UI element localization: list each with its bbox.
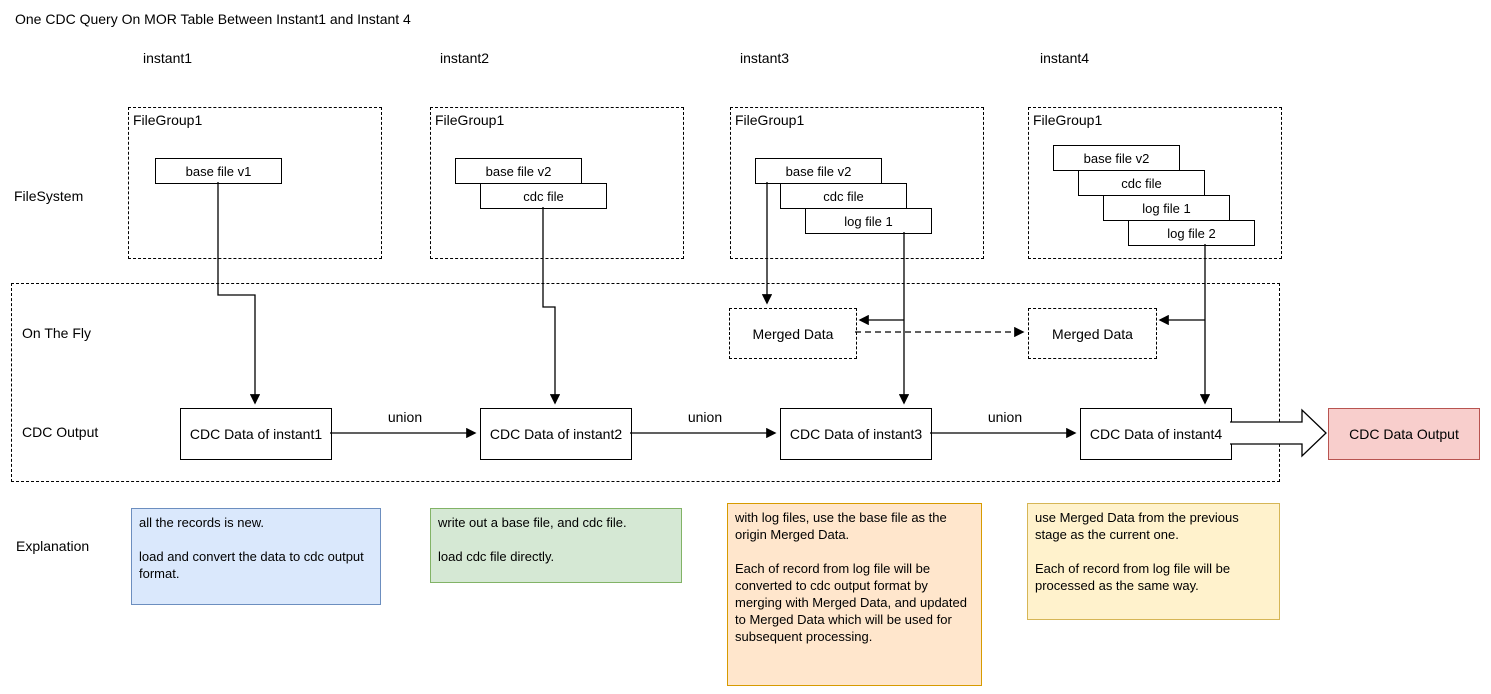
union-label-3: union xyxy=(987,409,1023,425)
file-box-cdc-file: cdc file xyxy=(1078,170,1205,196)
instant1-label: instant1 xyxy=(143,50,193,66)
diagram-title: One CDC Query On MOR Table Between Insta… xyxy=(15,11,411,27)
instant4-label: instant4 xyxy=(1040,50,1090,66)
file-box-log-file-1: log file 1 xyxy=(805,208,932,234)
filegroup-box-instant4: FileGroup1 xyxy=(1028,107,1282,259)
file-box-cdc-file: cdc file xyxy=(780,183,907,209)
filegroup-box-instant3: FileGroup1 xyxy=(730,107,984,259)
instant2-label: instant2 xyxy=(440,50,490,66)
row-label-explanation: Explanation xyxy=(16,538,90,554)
row-label-cdc-output: CDC Output xyxy=(22,424,99,440)
file-box-log-file-1: log file 1 xyxy=(1103,195,1230,221)
row-label-filesystem: FileSystem xyxy=(14,188,84,204)
explanation-box-instant3: with log files, use the base file as the… xyxy=(727,503,982,686)
filegroup-label: FileGroup1 xyxy=(735,112,805,128)
union-label-1: union xyxy=(387,409,423,425)
filegroup-label: FileGroup1 xyxy=(133,112,203,128)
cdc-data-box-instant3: CDC Data of instant3 xyxy=(780,408,932,460)
instant3-label: instant3 xyxy=(740,50,790,66)
file-box-base-file-v1: base file v1 xyxy=(155,158,282,184)
explanation-box-instant2: write out a base file, and cdc file. loa… xyxy=(430,508,682,583)
file-box-cdc-file: cdc file xyxy=(480,183,607,209)
union-label-2: union xyxy=(687,409,723,425)
on-the-fly-cdc-output-container xyxy=(11,283,1280,482)
cdc-data-box-instant4: CDC Data of instant4 xyxy=(1080,408,1232,460)
filegroup-label: FileGroup1 xyxy=(1033,112,1103,128)
file-box-base-file-v2: base file v2 xyxy=(1053,145,1180,171)
cdc-data-output-box: CDC Data Output xyxy=(1328,408,1480,460)
cdc-data-box-instant2: CDC Data of instant2 xyxy=(480,408,632,460)
row-label-on-the-fly: On The Fly xyxy=(22,325,91,341)
explanation-box-instant1: all the records is new. load and convert… xyxy=(131,508,381,605)
filegroup-box-instant2: FileGroup1 xyxy=(430,107,684,259)
explanation-box-instant4: use Merged Data from the previous stage … xyxy=(1027,503,1280,620)
file-box-base-file-v2: base file v2 xyxy=(755,158,882,184)
filegroup-label: FileGroup1 xyxy=(435,112,505,128)
file-box-log-file-2: log file 2 xyxy=(1128,220,1255,246)
file-box-base-file-v2: base file v2 xyxy=(455,158,582,184)
merged-data-box-instant3: Merged Data xyxy=(729,308,857,359)
cdc-data-box-instant1: CDC Data of instant1 xyxy=(180,408,332,460)
merged-data-box-instant4: Merged Data xyxy=(1028,308,1157,359)
